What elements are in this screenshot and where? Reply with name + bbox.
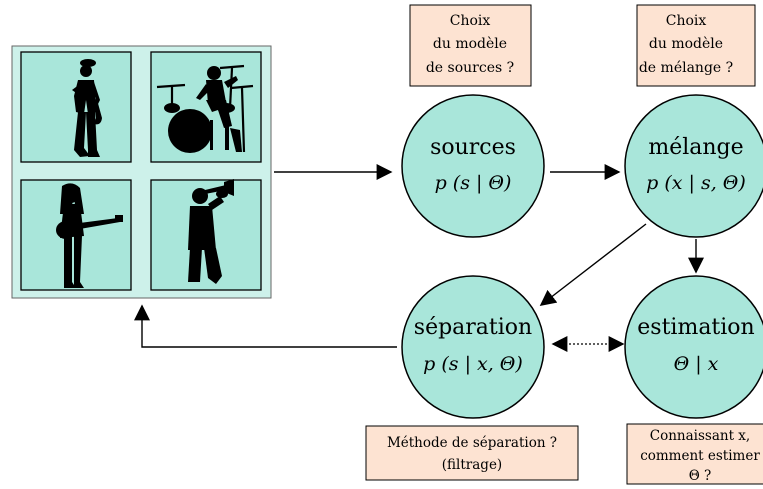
note-text-line: Choix bbox=[450, 13, 491, 29]
sources-node-title: sources bbox=[430, 135, 516, 160]
note-text-line: Choix bbox=[666, 13, 707, 29]
arrow-separation-to-musicians bbox=[134, 304, 397, 348]
note-text-line: comment estimer bbox=[640, 448, 760, 464]
melange-node: mélange p (x | s, Θ) bbox=[624, 94, 763, 238]
melange-node-title: mélange bbox=[648, 135, 743, 160]
mixing-model-note: Choix du modèle de mélange ? bbox=[636, 4, 756, 87]
sources-node-formula: p (s | Θ) bbox=[435, 172, 512, 194]
note-text-line: du modèle bbox=[649, 36, 723, 52]
separation-node: séparation p (s | x, Θ) bbox=[401, 275, 545, 419]
note-text-line: Θ ? bbox=[689, 468, 712, 484]
note-text-line: de mélange ? bbox=[639, 60, 733, 76]
note-text-line: Connaissant x, bbox=[650, 428, 750, 444]
arrow-melange-to-separation bbox=[539, 223, 647, 306]
guitarist-tile bbox=[20, 179, 132, 291]
separation-method-note: Méthode de séparation ? (filtrage) bbox=[365, 425, 579, 481]
sources-node: sources p (s | Θ) bbox=[401, 94, 545, 238]
trumpet-player-icon bbox=[188, 179, 234, 284]
separation-node-title: séparation bbox=[414, 315, 532, 340]
sources-model-note: Choix du modèle de sources ? bbox=[409, 4, 532, 87]
saxophone-player-tile bbox=[20, 51, 132, 163]
note-text-line: de sources ? bbox=[426, 60, 514, 76]
estimation-node-formula: Θ | x bbox=[674, 353, 719, 375]
trumpet-player-tile bbox=[150, 179, 262, 291]
drummer-tile bbox=[150, 51, 262, 163]
estimation-question-note: Connaissant x, comment estimer Θ ? bbox=[626, 423, 763, 485]
saxophone-player-icon bbox=[72, 59, 102, 157]
note-text-line: (filtrage) bbox=[442, 457, 502, 473]
note-text-line: du modèle bbox=[433, 36, 507, 52]
melange-node-formula: p (x | s, Θ) bbox=[646, 172, 746, 194]
musicians-panel bbox=[11, 45, 272, 299]
guitarist-icon bbox=[56, 183, 123, 288]
arrows bbox=[134, 164, 704, 352]
estimation-node-title: estimation bbox=[637, 315, 754, 340]
separation-node-formula: p (s | x, Θ) bbox=[423, 353, 523, 375]
drummer-icon bbox=[156, 64, 254, 153]
note-text-line: Méthode de séparation ? bbox=[387, 435, 557, 451]
estimation-node: estimation Θ | x bbox=[624, 275, 763, 419]
